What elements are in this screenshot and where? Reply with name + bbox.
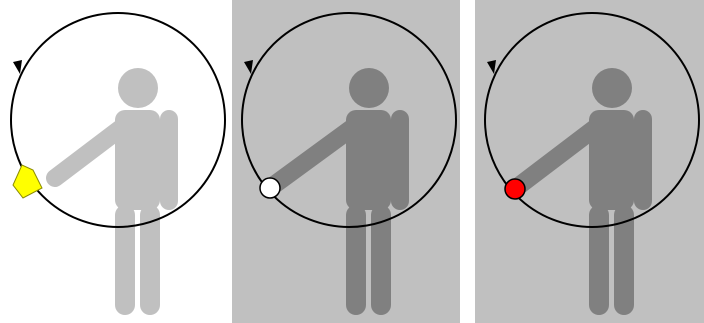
red-dot-marker: [505, 179, 525, 199]
panel-red-dot-drawing: [475, 0, 704, 323]
person-head: [349, 68, 389, 108]
person-left-leg: [589, 205, 609, 315]
panel-white-dot: [232, 0, 460, 323]
panel-red-dot: [475, 0, 704, 323]
white-dot-marker: [260, 178, 280, 198]
person-left-leg: [346, 205, 366, 315]
person-head: [592, 68, 632, 108]
panel-flag: [0, 0, 226, 323]
person-left-leg: [115, 205, 135, 315]
person-right-arm: [634, 110, 652, 210]
panel-flag-drawing: [0, 0, 226, 323]
person-right-arm: [391, 110, 409, 210]
person-right-arm: [160, 110, 178, 210]
person-head: [118, 68, 158, 108]
panel-background: [0, 0, 226, 323]
panel-white-dot-drawing: [232, 0, 460, 323]
